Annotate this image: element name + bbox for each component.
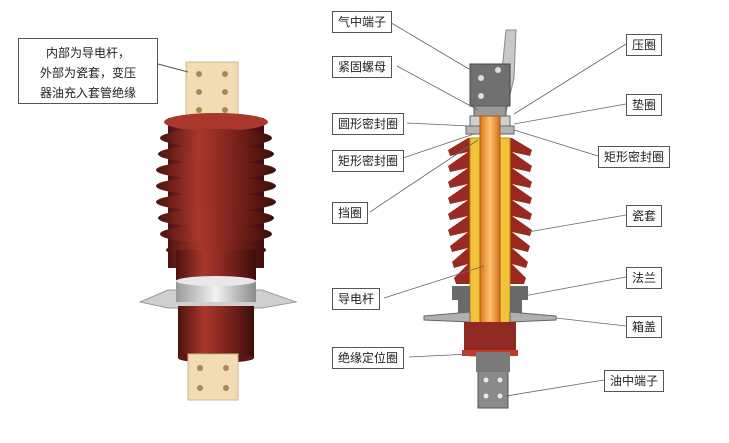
note-line-2: 外部为瓷套，变压 [25,63,151,83]
bushing-3d [140,62,296,400]
label-pressure-ring: 压圈 [626,34,662,56]
flange-3d [140,276,296,308]
lower-porcelain [178,306,254,358]
label-round-seal: 圆形密封圈 [332,113,404,135]
label-tank-cover: 箱盖 [626,316,662,338]
label-insulation-spacer: 绝缘定位圈 [332,347,404,369]
porcelain-sheds [156,113,276,282]
note-line-1: 内部为导电杆， [25,43,151,63]
bushing-description: 内部为导电杆， 外部为瓷套，变压 器油充入套管绝缘 [18,38,158,104]
label-flange: 法兰 [626,267,662,289]
note-line-3: 器油充入套管绝缘 [25,83,151,103]
label-retaining-ring: 挡圈 [332,202,368,224]
label-porcelain-sleeve: 瓷套 [626,205,662,227]
label-gas-terminal: 气中端子 [332,11,392,33]
oil-terminal [478,370,508,408]
label-fastening-nut: 紧固螺母 [332,56,392,78]
label-rect-seal-right: 矩形密封圈 [598,146,670,168]
top-terminal [186,62,238,120]
label-conductor-rod: 导电杆 [332,288,380,310]
label-oil-terminal: 油中端子 [604,370,664,392]
label-rect-seal-left: 矩形密封圈 [332,150,404,172]
bushing-section [424,30,556,408]
bottom-terminal [188,354,238,400]
label-washer: 垫圈 [626,94,662,116]
